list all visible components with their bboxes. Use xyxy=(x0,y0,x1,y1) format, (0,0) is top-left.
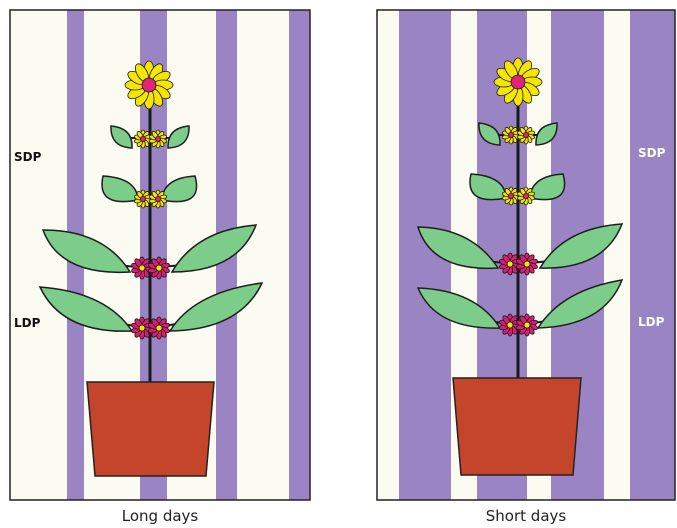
flower-center xyxy=(140,136,145,141)
flower-center xyxy=(511,75,525,89)
flower-center xyxy=(508,132,513,137)
pot xyxy=(87,382,214,476)
caption: Long days xyxy=(122,507,199,525)
flower-center xyxy=(508,193,513,198)
flower-center xyxy=(140,196,145,201)
flower-center xyxy=(139,265,145,271)
flower-center xyxy=(507,322,513,328)
flower-center xyxy=(139,325,145,331)
flower-center xyxy=(142,78,156,92)
light-band xyxy=(604,10,630,500)
caption: Short days xyxy=(486,507,567,525)
panel-long-days: SDP LDP Long days xyxy=(10,10,310,525)
ldp-label: LDP xyxy=(14,316,41,330)
flower-center xyxy=(524,261,530,267)
panel-short-days: SDP LDP Short days xyxy=(377,10,675,525)
light-band xyxy=(377,10,399,500)
flower-center xyxy=(155,196,160,201)
flower-center xyxy=(524,322,530,328)
flower-center xyxy=(156,325,162,331)
flower-center xyxy=(523,132,528,137)
sdp-label: SDP xyxy=(14,150,42,164)
ldp-label: LDP xyxy=(638,315,665,329)
sdp-label: SDP xyxy=(638,146,666,160)
flower-center xyxy=(156,265,162,271)
flower-center xyxy=(507,261,513,267)
flower-center xyxy=(523,193,528,198)
flower-center xyxy=(155,136,160,141)
dark-band xyxy=(289,10,310,500)
pot xyxy=(453,378,581,475)
